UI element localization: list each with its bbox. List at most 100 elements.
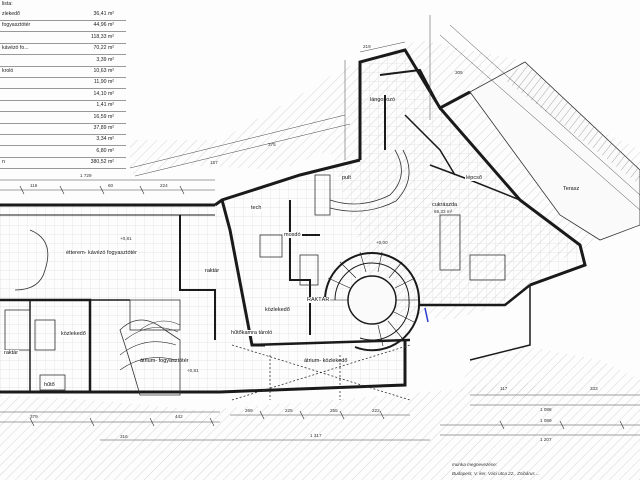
area-table-room-area: 1,41 m² [96,102,114,109]
area-table-room-area: 3,39 m² [96,56,114,63]
area-table-row: 3,39 m² [0,56,126,67]
area-table-row-divider [0,88,126,90]
area-table-row-divider [0,77,126,78]
area-table-room-area: 6,80 m² [96,147,114,154]
area-table-room-area: 70,22 m² [93,45,114,52]
room-label-cukraszda: cukrászda [432,202,458,208]
area-table-row: n 380,52 m² [0,158,126,170]
room-label-huto: hűtő [43,382,56,388]
dimension-1317: 1 317 [310,433,322,438]
area-table-row-divider [0,99,126,101]
room-label-langosozo: lángosozó [370,97,396,103]
room-label-raktar-mid: raktár [205,268,220,274]
area-table-row-divider [0,134,126,135]
area-table-row: fogyasztótér 44,96 m² [0,21,126,33]
area-table-row: 14,10 m² [0,90,126,101]
area-table-row-divider [0,20,126,21]
dimension-269: 269 [245,408,253,413]
area-table-heading: lista: [2,1,13,7]
dimension-316: 316 [120,434,128,439]
area-table-row: 3,34 m² [0,135,126,147]
room-label-pult: pult [342,175,351,181]
area-table-row-divider [0,156,126,158]
level-mark-3: +0,81 [187,368,199,373]
area-table-row: zlekedő 36,41 m² [0,10,126,21]
dimension-1207: 1 207 [540,437,552,442]
area-table-row: 16,59 m² [0,113,126,124]
area-table-row: 118,33 m² [0,33,126,44]
area-table-row-divider [0,145,126,147]
area-table-room-area: 14,10 m² [93,90,114,97]
dimension-255: 255 [330,408,338,413]
area-table-room-area: 16,59 m² [93,113,114,120]
area-table-room-name: zlekedő [2,11,20,17]
building-floor [0,50,585,392]
dimension-305: 305 [455,70,463,75]
area-table-room-name: n [2,159,5,166]
level-mark-1: +0,81 [120,236,132,241]
area-table-room-area: 11,90 m² [93,79,114,86]
room-label-raktar-left: raktár [3,350,20,356]
room-label-kozlekedo-left: közlekedő [60,331,87,337]
dimension-442: 442 [175,414,183,419]
room-label-raktar-center: RAKTÁR [306,297,331,303]
dimension-1088: 1 088 [540,407,552,412]
dimension-157: 157 [210,160,218,165]
area-table-row-divider [0,42,126,44]
left-staircase [119,320,181,371]
area-table-room-area: 36,41 m² [93,11,114,17]
area-table-room-name: fogyasztótér [2,22,31,29]
dimension-1089: 1 089 [540,418,552,423]
dimension-219: 219 [363,44,371,49]
area-table-row-divider [0,65,126,67]
dimension-60: 60 [108,183,114,188]
room-label-kozlekedo-center: közlekedő [265,307,290,313]
dimension-375: 375 [268,142,276,147]
area-table-room-area: 10,63 m² [93,68,114,74]
area-table-row: 6,80 m² [0,147,126,158]
area-table-room-area: 380,52 m² [90,159,114,166]
area-table-row: 11,90 m² [0,78,126,90]
dimension-222: 222 [372,408,380,413]
terrace [469,61,640,241]
spiral-staircase [324,251,421,352]
area-table-room-area: 118,33 m² [91,33,114,40]
dimension-1729: 1 729 [80,173,92,178]
room-label-atrium-kozlekedo: átrium- közlekedő [304,358,348,364]
room-label-mosdo: mosdó [283,232,302,238]
area-table-room-name: kávézó fo... [2,45,29,52]
dimension-117: 117 [500,386,508,391]
area-table-row-divider [0,31,126,33]
room-label-tech: tech [250,205,263,211]
footer-project-label: munka megnevezése: [452,462,497,467]
room-label-terasz: Terasz [563,186,580,192]
area-table-row: kroló 10,63 m² [0,67,126,78]
room-label-hutokamra: hűtőkamra tároló [230,330,274,336]
area-table-row: 37,89 m² [0,124,126,135]
dimension-224: 224 [160,183,168,188]
room-label-etterem: étterem- kávézó fogyasztótér [65,250,138,256]
area-table-row-divider [0,168,126,170]
blue-marker [424,307,429,323]
dimension-ticks [19,185,625,430]
dimension-225: 225 [285,408,293,413]
area-table-room-name: kroló [2,68,14,74]
area-table-row: 1,41 m² [0,101,126,113]
area-table-room-area: 3,34 m² [96,136,114,143]
dimension-116: 116 [30,183,38,188]
area-table-row-divider [0,111,126,113]
room-area-cukraszda: 69,33 m² [434,209,453,214]
level-mark-2: +0,00 [376,240,388,245]
area-table-row-divider [0,54,126,56]
area-table-room-area: 37,89 m² [93,125,114,131]
area-table-row: kávézó fo... 70,22 m² [0,44,126,56]
dimension-lines [0,15,640,441]
room-label-atrium-fogyaszto: átrium- fogyasztótér [140,358,189,364]
dimension-379: 379 [30,414,38,419]
area-table-room-area: 44,96 m² [93,22,114,29]
area-table-row-divider [0,122,126,124]
dimension-333: 333 [590,386,598,391]
walls [0,48,587,394]
